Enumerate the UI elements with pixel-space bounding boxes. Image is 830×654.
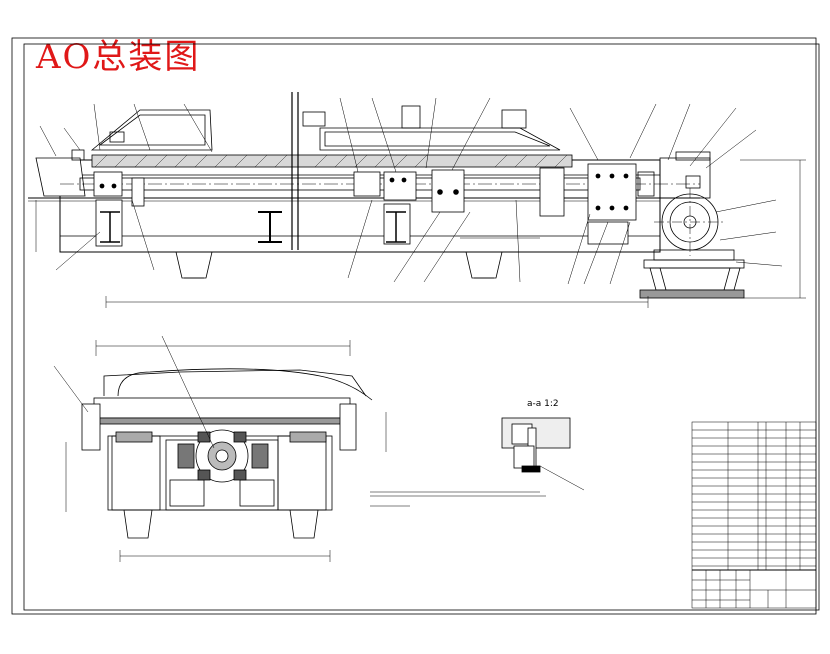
drawing-title: AO总装图	[36, 37, 201, 77]
elevation-view	[28, 92, 806, 308]
section-scale-label: a-a 1:2	[527, 399, 559, 409]
technical-notes	[370, 491, 546, 507]
detail-view	[501, 417, 585, 491]
inner-frame	[23, 43, 820, 611]
outer-frame	[11, 37, 817, 615]
section-view	[53, 335, 387, 562]
parts-list-table	[691, 421, 817, 609]
